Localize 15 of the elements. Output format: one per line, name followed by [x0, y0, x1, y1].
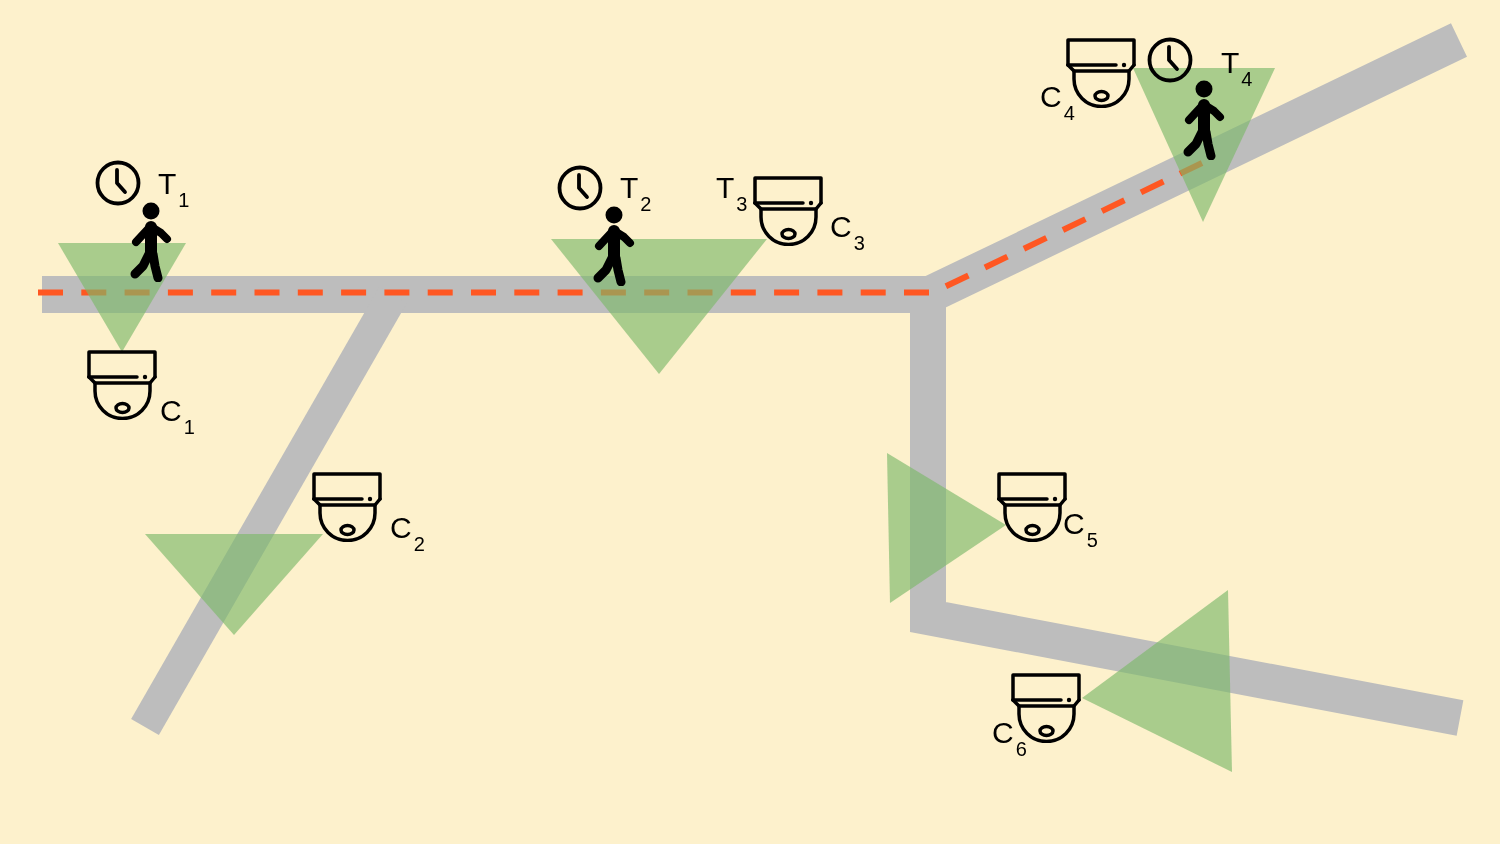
camera-label: C$_{4}$ [1040, 82, 1075, 126]
time-label: T$_{4}$ [1221, 48, 1253, 92]
camera-view-cone [145, 534, 323, 635]
camera-label: C$_{2}$ [390, 513, 425, 557]
camera-label: C$_{1}$ [160, 396, 195, 440]
camera-view-cone [58, 243, 186, 352]
camera-view-cone [887, 453, 1006, 603]
time-label: T$_{3}$ [716, 173, 748, 217]
camera-label: C$_{5}$ [1063, 509, 1098, 553]
camera-view-cone [1082, 590, 1232, 772]
camera-view-cone [551, 239, 767, 374]
camera-label: C$_{3}$ [830, 212, 865, 256]
camera-label: C$_{6}$ [992, 718, 1027, 762]
time-label: T$_{1}$ [158, 169, 190, 213]
time-label: T$_{2}$ [620, 173, 652, 217]
